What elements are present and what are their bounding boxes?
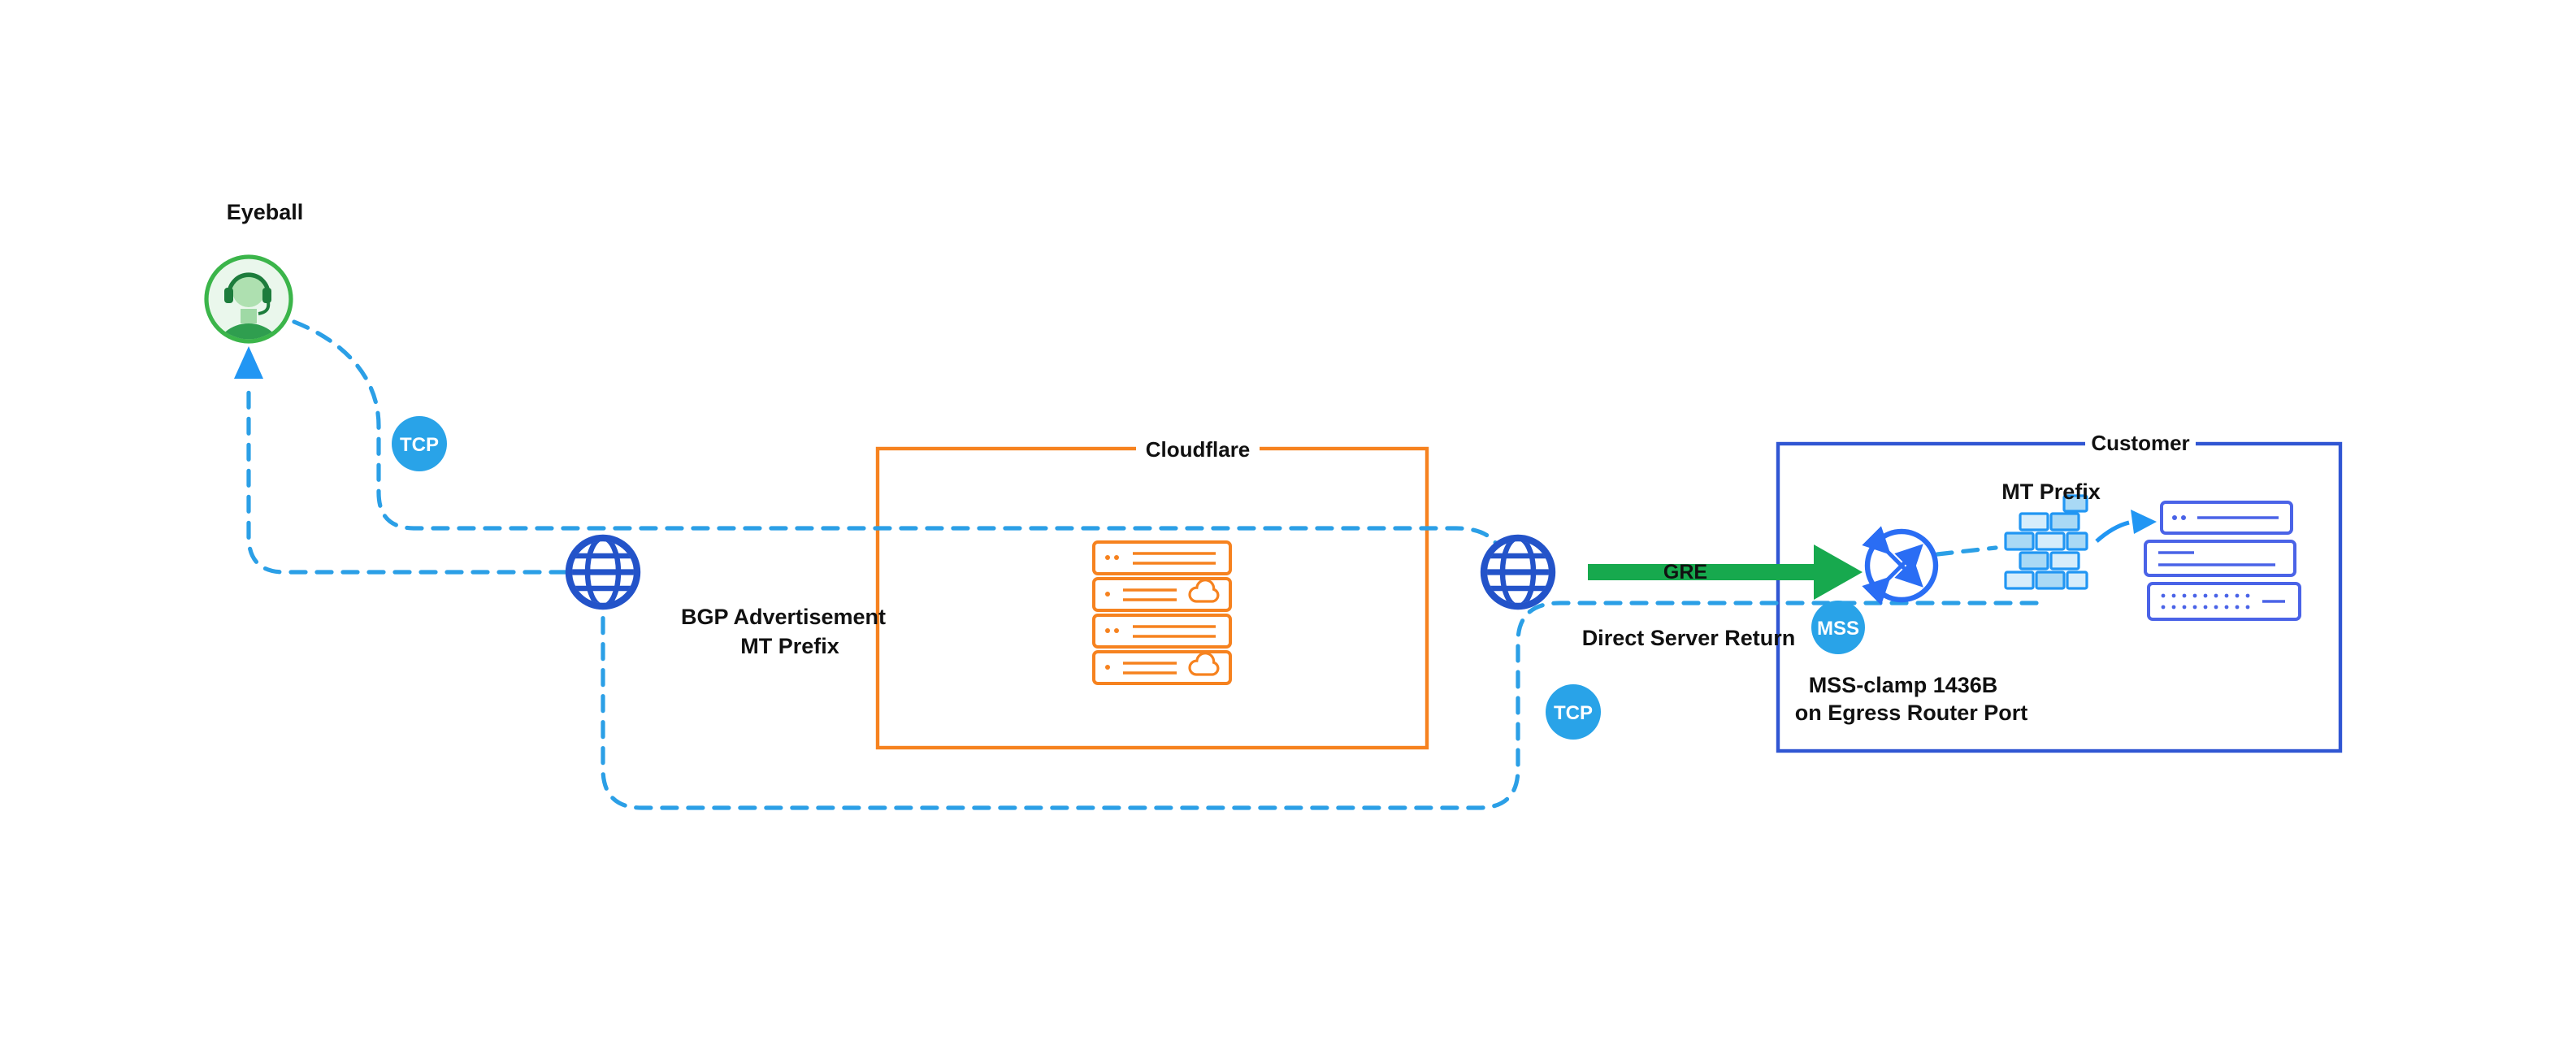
- cloudflare-label: Cloudflare: [1146, 437, 1251, 462]
- mss-badge-label: MSS: [1817, 618, 1859, 640]
- globe-icon-right: [1484, 538, 1552, 606]
- cloudflare-server-stack-icon: [1092, 540, 1232, 685]
- gre-arrowhead-icon: [1814, 545, 1863, 600]
- cloudflare-label-bg: [1136, 434, 1260, 463]
- customer-box: Customer: [1776, 429, 2343, 753]
- customer-label-bg: [2085, 429, 2196, 458]
- bgp-advertisement-label: BGP Advertisement: [681, 605, 886, 629]
- return-path: [601, 601, 2039, 810]
- firewall-to-server-arrow: [2095, 510, 2157, 543]
- gre-label: GRE: [1663, 561, 1707, 584]
- server-icon-1: [2160, 501, 2293, 535]
- server-entry-arrowhead-icon: [2131, 510, 2157, 534]
- server-icons: [2144, 501, 2301, 621]
- cloudflare-box: Cloudflare: [875, 434, 1429, 750]
- globe-icon-left: [569, 538, 637, 606]
- eyeball-return-arrowhead-icon: [234, 346, 263, 379]
- eyeball-avatar: [204, 254, 293, 344]
- tcp-badge-left: TCP: [392, 416, 447, 471]
- firewall-icon: [2004, 494, 2088, 590]
- tcp-badge-right: TCP: [1546, 684, 1601, 740]
- eyeball-label: Eyeball: [227, 200, 304, 224]
- mss-clamp-label-line1: MSS-clamp 1436B: [1809, 673, 1998, 697]
- return-path-to-eyeball: [246, 384, 568, 575]
- flow-paths: [246, 319, 2039, 810]
- gre-arrow: GRE: [1588, 545, 1863, 600]
- server-icon-2: [2144, 540, 2296, 577]
- bgp-mt-prefix-label: MT Prefix: [740, 634, 839, 658]
- customer-label: Customer: [2091, 431, 2189, 455]
- mss-clamp-label-line2: on Egress Router Port: [1795, 701, 2028, 725]
- mt-prefix-label: MT Prefix: [2001, 479, 2101, 504]
- request-path: [292, 319, 1499, 547]
- tcp-badge-right-label: TCP: [1554, 702, 1593, 724]
- server-icon-3: [2147, 582, 2301, 621]
- direct-server-return-label: Direct Server Return: [1582, 626, 1796, 650]
- tcp-badge-left-label: TCP: [400, 434, 439, 456]
- mss-badge: MSS: [1811, 601, 1865, 654]
- router-to-firewall-path: [1935, 545, 1998, 557]
- router-icon: [1862, 526, 1939, 605]
